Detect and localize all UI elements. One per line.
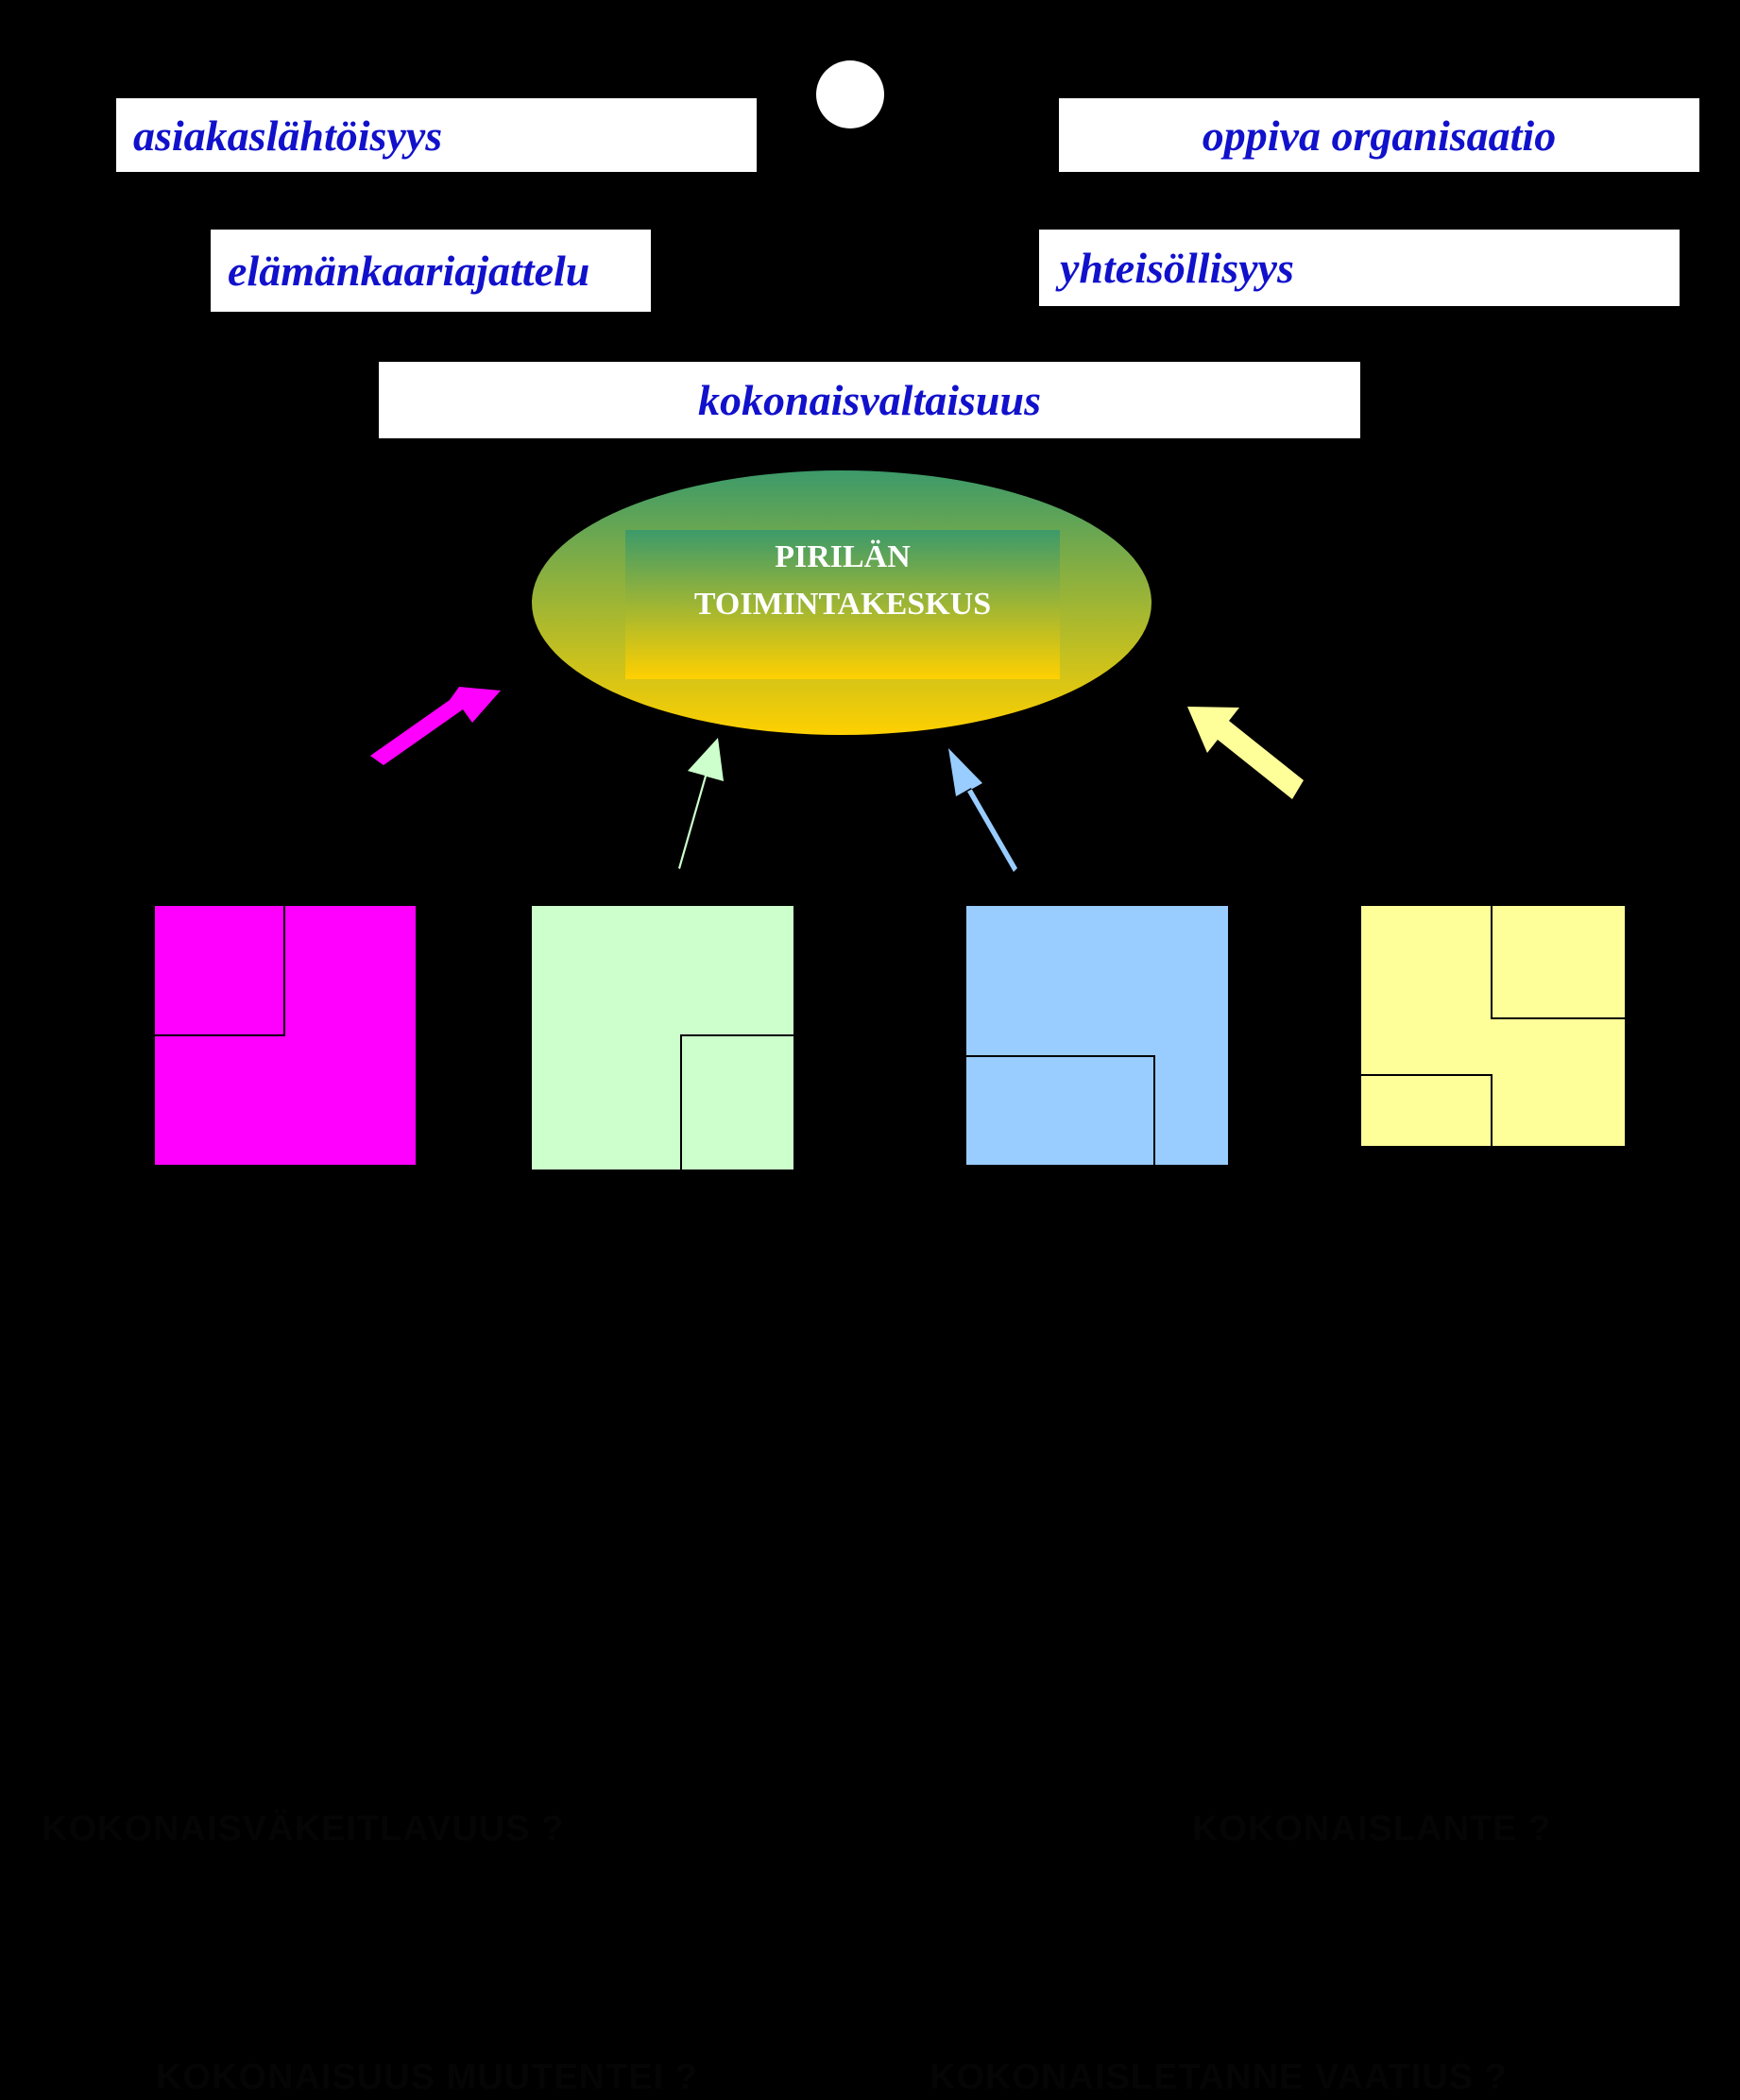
square-light-blue-subbox: [964, 1055, 1155, 1167]
arrow-light-yellow: [1187, 707, 1304, 799]
value-box-customer-orientation: asiakaslähtöisyys: [116, 98, 757, 172]
square-magenta: [153, 904, 416, 1165]
center-inner-panel: [625, 530, 1060, 679]
arrow-light-green: [678, 738, 724, 869]
value-box-learning-organization: oppiva organisaatio: [1059, 98, 1699, 172]
top-circle: [816, 60, 884, 128]
arrow-magenta: [370, 687, 501, 765]
value-learning-organization: oppiva organisaatio: [1202, 111, 1557, 160]
square-light-green: [532, 906, 795, 1171]
value-holism: kokonaisvaltaisuus: [698, 376, 1041, 424]
value-life-cycle-thinking: elämänkaariajattelu: [228, 247, 590, 295]
value-communality: yhteisöllisyys: [1060, 244, 1294, 292]
arrow-light-blue: [948, 748, 1017, 872]
square-light-blue: [964, 906, 1228, 1167]
value-box-life-cycle-thinking: elämänkaariajattelu: [211, 230, 651, 312]
bottom-label-left-upper: KOKONAISVÄKEITLAVUUS ?: [42, 1809, 565, 1849]
bottom-label-right-lower: KOKONAISLETANNE VAATIUS ?: [930, 2057, 1508, 2097]
center-label-line1: PIRILÄN: [775, 539, 911, 574]
value-box-holism: kokonaisvaltaisuus: [379, 362, 1360, 438]
square-light-yellow: [1359, 904, 1627, 1148]
bottom-label-left-lower: KOKONAISUUS MUUTENTEI ?: [156, 2057, 698, 2097]
bottom-label-right-upper: KOKONAISLANTE ?: [1192, 1809, 1552, 1849]
center-label: PIRILÄN TOIMINTAKESKUS: [625, 534, 1060, 628]
square-magenta-subbox: [153, 904, 285, 1036]
square-light-green-subbox: [680, 1034, 795, 1171]
value-customer-orientation: asiakaslähtöisyys: [133, 111, 443, 160]
value-box-communality: yhteisöllisyys: [1039, 230, 1680, 306]
square-light-yellow-subbox-top: [1491, 904, 1627, 1019]
square-light-yellow-subbox-bottom: [1359, 1074, 1493, 1148]
center-label-line2: TOIMINTAKESKUS: [693, 587, 992, 622]
